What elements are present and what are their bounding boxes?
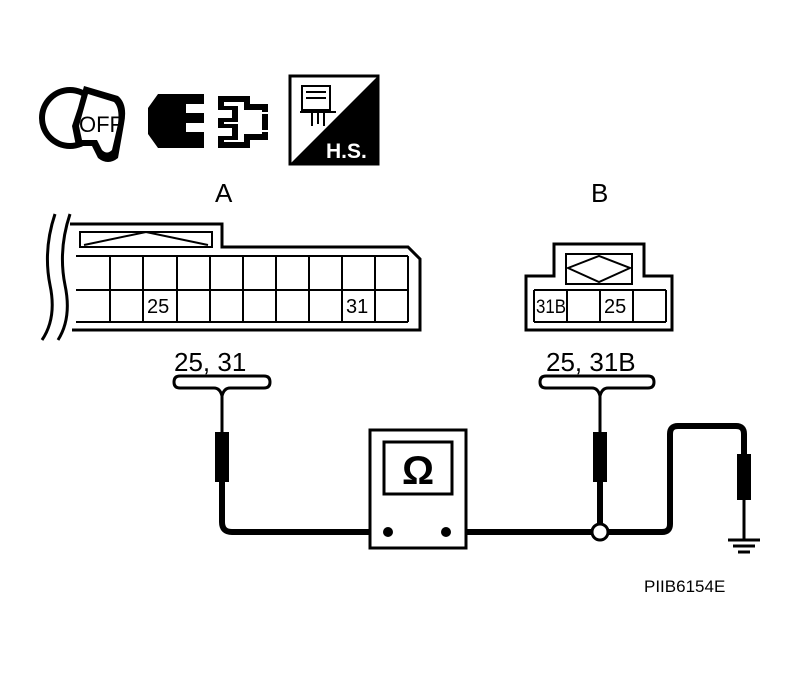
connector-b-pin-grid (533, 289, 667, 323)
connector-a-pin-grid (76, 255, 409, 323)
ignition-off-label: OFF (79, 112, 123, 137)
ohm-symbol: Ω (402, 449, 434, 493)
meter-terminal-right (441, 527, 451, 537)
figure-code: PIIB6154E (644, 577, 725, 596)
probe-b-pins-label: 25, 31B (546, 347, 636, 377)
probe-a-pins-label: 25, 31 (174, 347, 246, 377)
connector-disconnect-icon (148, 94, 268, 148)
connector-b-pin-25: 25 (604, 296, 626, 318)
ohmmeter-icon: Ω (368, 428, 468, 550)
hs-label: H.S. (326, 140, 367, 163)
connector-b-label: B (591, 178, 608, 208)
junction-node (590, 522, 610, 542)
connector-a-pin-25: 25 (147, 296, 169, 318)
connector-a: A 25 31 (40, 178, 422, 341)
connector-b-pin-31b: 31B (536, 297, 566, 318)
ground-symbol-icon (728, 454, 760, 554)
connector-a-label: A (215, 178, 233, 208)
harness-side-icon: H.S. (288, 74, 380, 166)
connector-b: B 31B 25 (524, 178, 674, 332)
ignition-key-off-icon: OFF (39, 86, 126, 162)
connector-a-pin-31: 31 (346, 296, 368, 318)
probe-a: 25, 31 (172, 347, 388, 535)
meter-terminal-left (383, 527, 393, 537)
probe-b: 25, 31B (446, 347, 747, 542)
